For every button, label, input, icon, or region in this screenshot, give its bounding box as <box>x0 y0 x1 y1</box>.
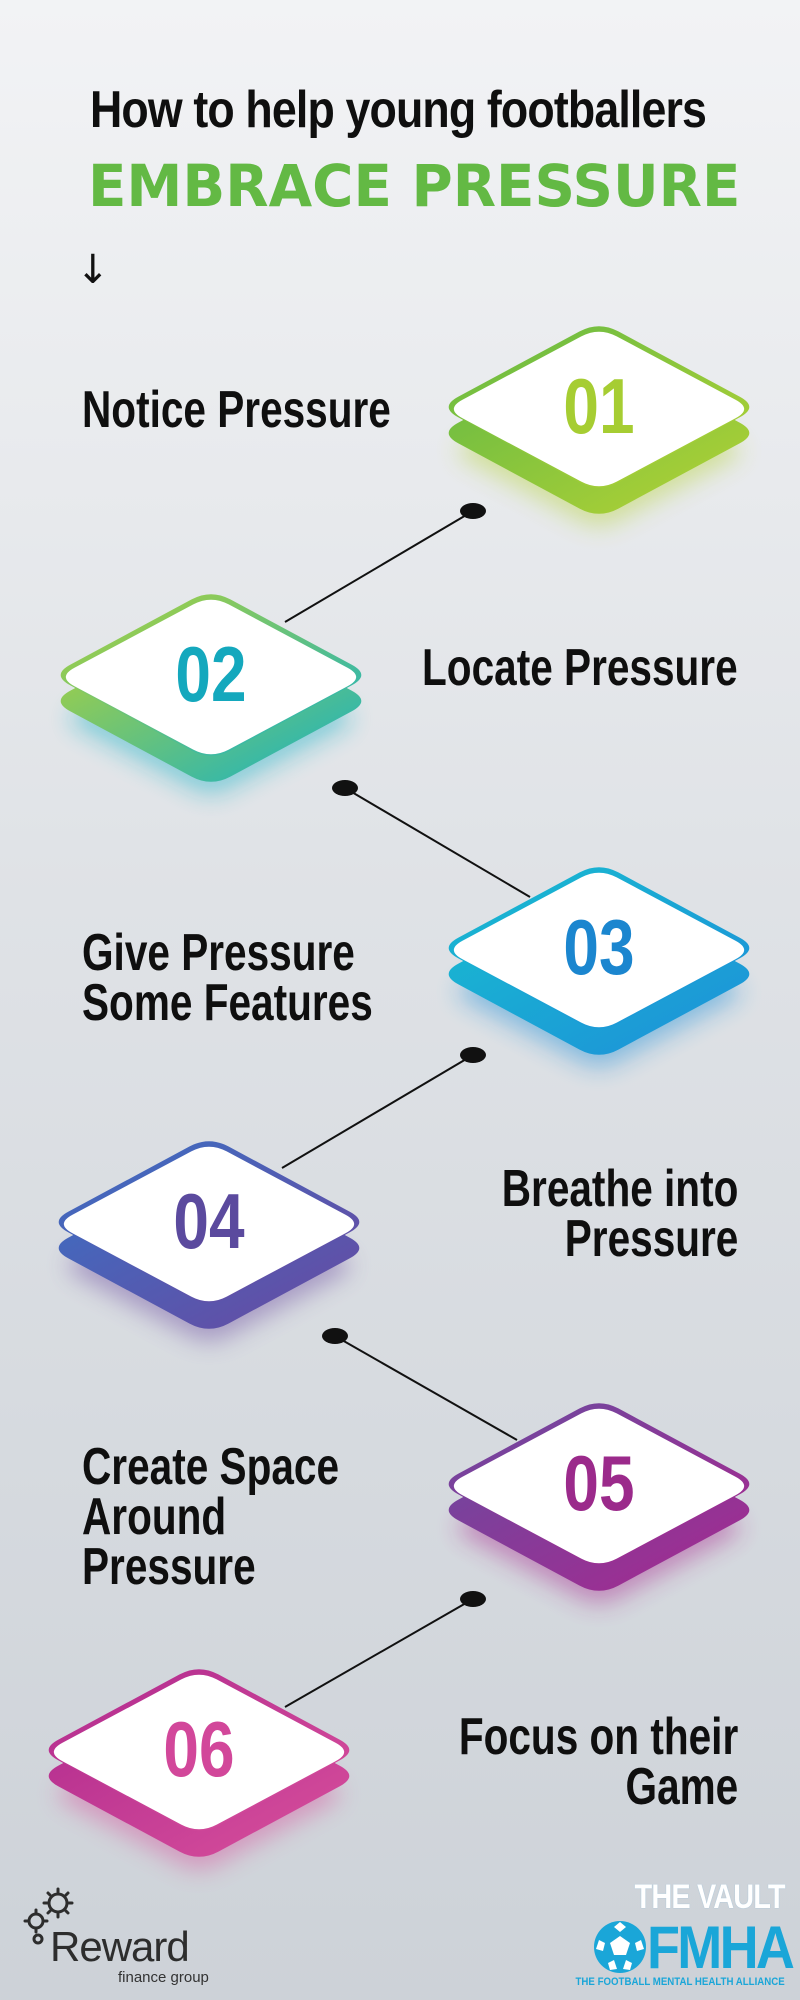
step-diamond-4: 04 <box>58 1141 360 1342</box>
fmha-logo: THE VAULT FMHA THE FOOTBALL MENTAL HEALT… <box>576 1878 795 1990</box>
step-label-6: Focus on their Game <box>458 1708 738 1816</box>
step-label-3: Give Pressure Some Features <box>82 924 373 1032</box>
vault-title: THE VAULT <box>634 1878 786 1916</box>
connector-dot <box>460 1591 486 1607</box>
reward-logo: Reward finance group <box>20 1885 220 1986</box>
connector-dot <box>460 1047 486 1063</box>
step-diamond-6: 06 <box>48 1669 350 1870</box>
connector-line <box>284 1598 474 1708</box>
connector-line <box>284 510 474 623</box>
step-diamond-3: 03 <box>448 867 750 1068</box>
step-label-4: Breathe into Pressure <box>501 1160 738 1268</box>
step-diamond-2: 02 <box>60 594 362 795</box>
step-label-2: Locate Pressure <box>422 639 738 697</box>
football-icon <box>594 1921 646 1973</box>
fmha-wordmark: FMHA <box>647 1914 795 1981</box>
step-number-6: 06 <box>163 1706 234 1793</box>
connector-dot <box>322 1328 348 1344</box>
connectors <box>281 503 531 1708</box>
title-line-2: EMBRACE PRESSURE <box>88 152 741 220</box>
step-diamond-5: 05 <box>448 1403 750 1604</box>
diamonds: 01 02 03 04 05 06 <box>48 326 750 1870</box>
connector-dot <box>460 503 486 519</box>
step-number-4: 04 <box>173 1178 244 1265</box>
step-number-3: 03 <box>563 904 634 991</box>
fmha-subtitle: THE FOOTBALL MENTAL HEALTH ALLIANCE <box>575 1976 785 1988</box>
reward-name: Reward <box>50 1923 190 1970</box>
step-number-5: 05 <box>563 1440 634 1527</box>
step-diamond-1: 01 <box>448 326 750 527</box>
reward-subtitle: finance group <box>118 1969 209 1986</box>
down-arrow-icon: ↓ <box>76 247 110 293</box>
connector-line <box>344 787 531 898</box>
step-label-5: Create Space Around Pressure <box>82 1438 340 1596</box>
connector-dot <box>332 780 358 796</box>
step-number-2: 02 <box>175 631 246 718</box>
connector-line <box>334 1335 518 1441</box>
gear-icon <box>23 1887 74 1945</box>
step-label-1: Notice Pressure <box>82 381 391 439</box>
title-line-1: How to help young footballers <box>90 81 707 139</box>
connector-line <box>281 1054 474 1169</box>
step-number-1: 01 <box>563 363 634 450</box>
